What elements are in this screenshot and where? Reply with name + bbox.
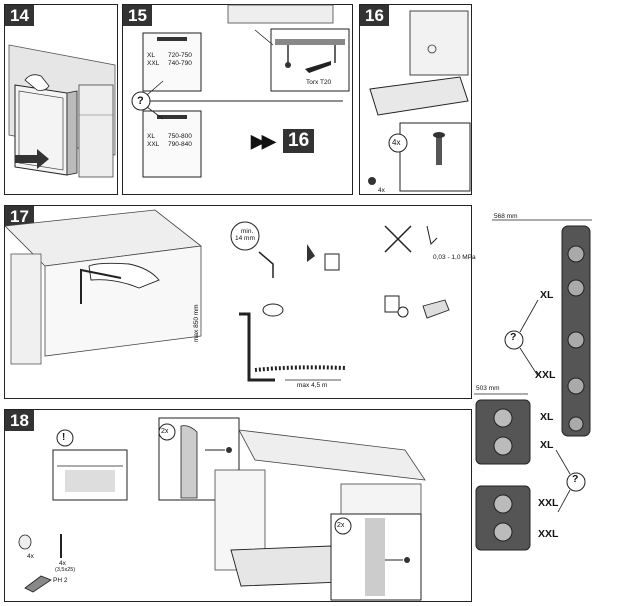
torx-label: Torx T20 (306, 79, 332, 86)
next-step-arrow-icon: ▶▶ (251, 131, 276, 151)
cap-count: 4x (27, 553, 34, 560)
pressure-label: 0,03 - 1,0 MPa (433, 254, 476, 261)
step-17-number: 17 (5, 206, 34, 227)
step-18-illustration (18, 417, 426, 601)
bottom-label-xl-1: XL (540, 411, 554, 423)
sidebar-width-bottom: 503 mm (476, 385, 500, 392)
count-4x: 4x (392, 138, 401, 147)
bottom-label-xl-2: XL (540, 439, 554, 451)
screw-count: 4x (59, 560, 66, 567)
exclaim-icon: ! (62, 432, 66, 443)
step-16-number: 16 (360, 5, 389, 26)
step-14-number: 14 (5, 5, 34, 26)
step-18-number: 18 (5, 410, 34, 431)
min-label: min. (241, 228, 254, 235)
step-17-panel: 17 min. 14 mm 0,03 - 1,0 MPa max 850 mm … (4, 205, 476, 399)
max-length-label: max 4,5 m (297, 382, 328, 389)
step-18-panel: 18 ! 2x 2x 4x 4x (3,5x25) PH 2 (4, 409, 472, 602)
sidebar-question: ? (510, 331, 517, 343)
bottom-label-xxl-1: XXL (538, 497, 559, 509)
step-16-illustration (368, 10, 471, 192)
step-17-illustration (4, 209, 450, 382)
lower-value-xl: 750-800 (168, 133, 192, 140)
lower-label-xl: XL (147, 133, 155, 140)
next-step-badge: 16 (283, 129, 315, 153)
upper-value-xl: 720-750 (168, 52, 192, 59)
count-2x-bottom: 2x (337, 522, 345, 529)
screw-size: (3,5x25) (55, 567, 76, 573)
sidebar-label-xl: XL (540, 289, 554, 301)
step-14-panel: 14 (4, 4, 118, 195)
sidebar-width-top: 568 mm (494, 213, 518, 220)
upper-label-xxl: XXL (147, 60, 160, 67)
step-14-illustration (8, 44, 116, 178)
step-15-illustration (131, 4, 350, 178)
driver-label: PH 2 (53, 577, 68, 584)
sidebar-question-2: ? (572, 473, 579, 485)
step-15-number: 15 (123, 5, 152, 26)
lower-value-xxl: 790-840 (168, 141, 192, 148)
bottom-label-xxl-2: XXL (538, 528, 559, 540)
upper-value-xxl: 740-790 (168, 60, 192, 67)
count-2x-top: 2x (161, 428, 169, 435)
question-mark: ? (137, 95, 144, 107)
upper-label-xl: XL (147, 52, 155, 59)
step-15-panel: 15 XL XXL 720-750 740-790 XL XXL 750-800… (122, 4, 353, 195)
min-value: 14 mm (235, 235, 255, 242)
step-16-panel: 16 4x 4x (359, 4, 472, 195)
lower-label-xxl: XXL (147, 141, 160, 148)
screw-count: 4x (378, 187, 385, 194)
sidebar-label-xxl: XXL (535, 369, 556, 381)
